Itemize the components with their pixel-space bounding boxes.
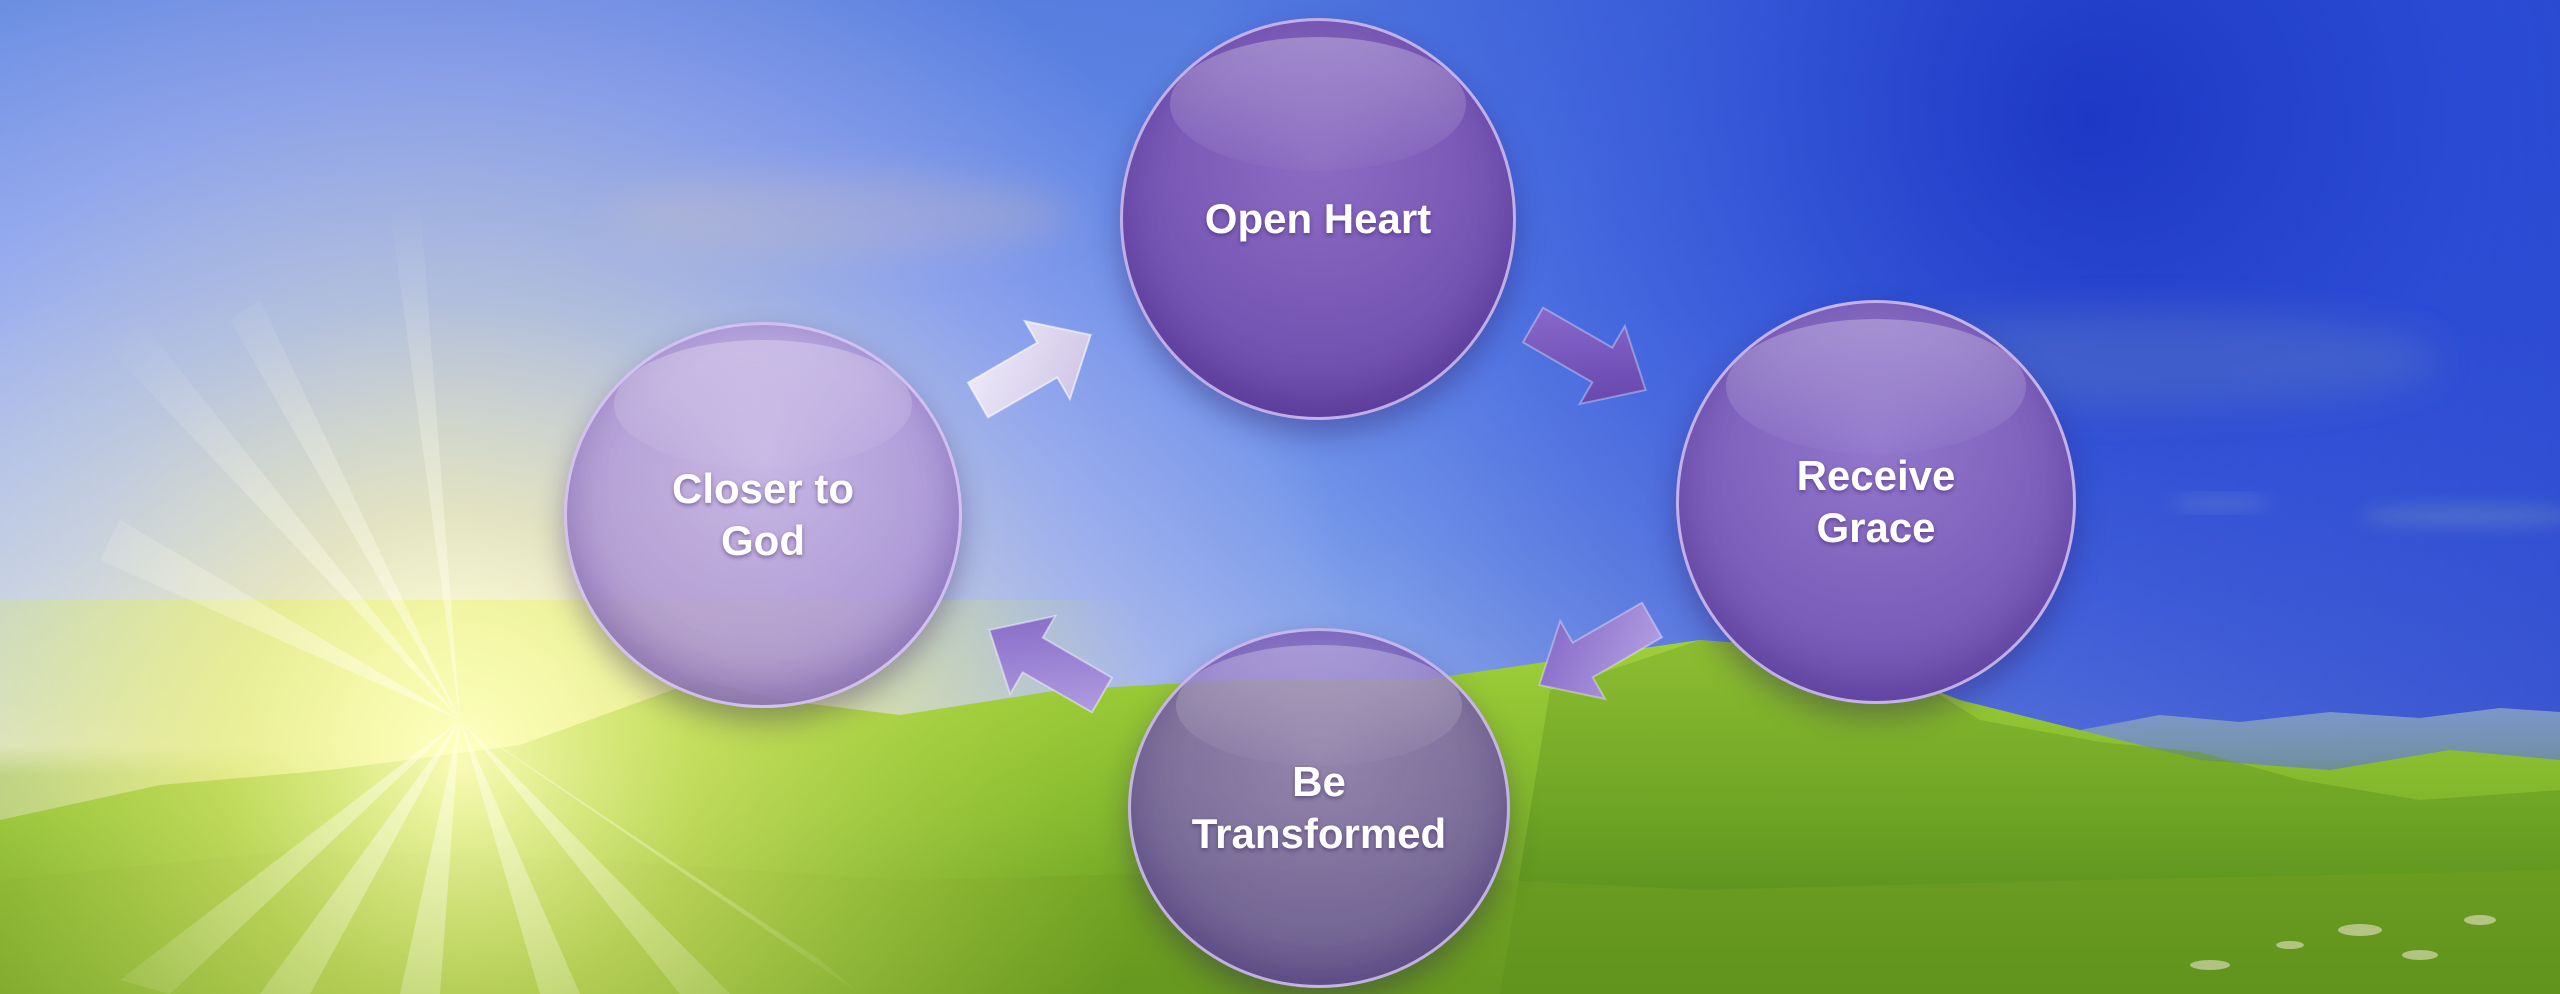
node-receive-grace-label: Receive Grace [1796,452,1956,551]
node-be-transformed[interactable]: Be Transformed [1128,628,1510,988]
node-closer-to-god-label: Closer to God [671,465,855,564]
arrow-receive-grace-to-be-transformed [1538,601,1664,701]
node-open-heart-label: Open Heart [1204,195,1432,242]
node-open-heart[interactable]: Open Heart [1120,18,1516,420]
node-be-transformed-label: Be Transformed [1191,758,1447,857]
node-receive-grace[interactable]: Receive Grace [1676,300,2076,704]
arrow-open-heart-to-receive-grace [1521,306,1647,406]
arrow-closer-to-god-to-open-heart [966,319,1092,419]
node-closer-to-god[interactable]: Closer to God [564,322,962,708]
arrow-be-transformed-to-closer-to-god [988,614,1114,714]
